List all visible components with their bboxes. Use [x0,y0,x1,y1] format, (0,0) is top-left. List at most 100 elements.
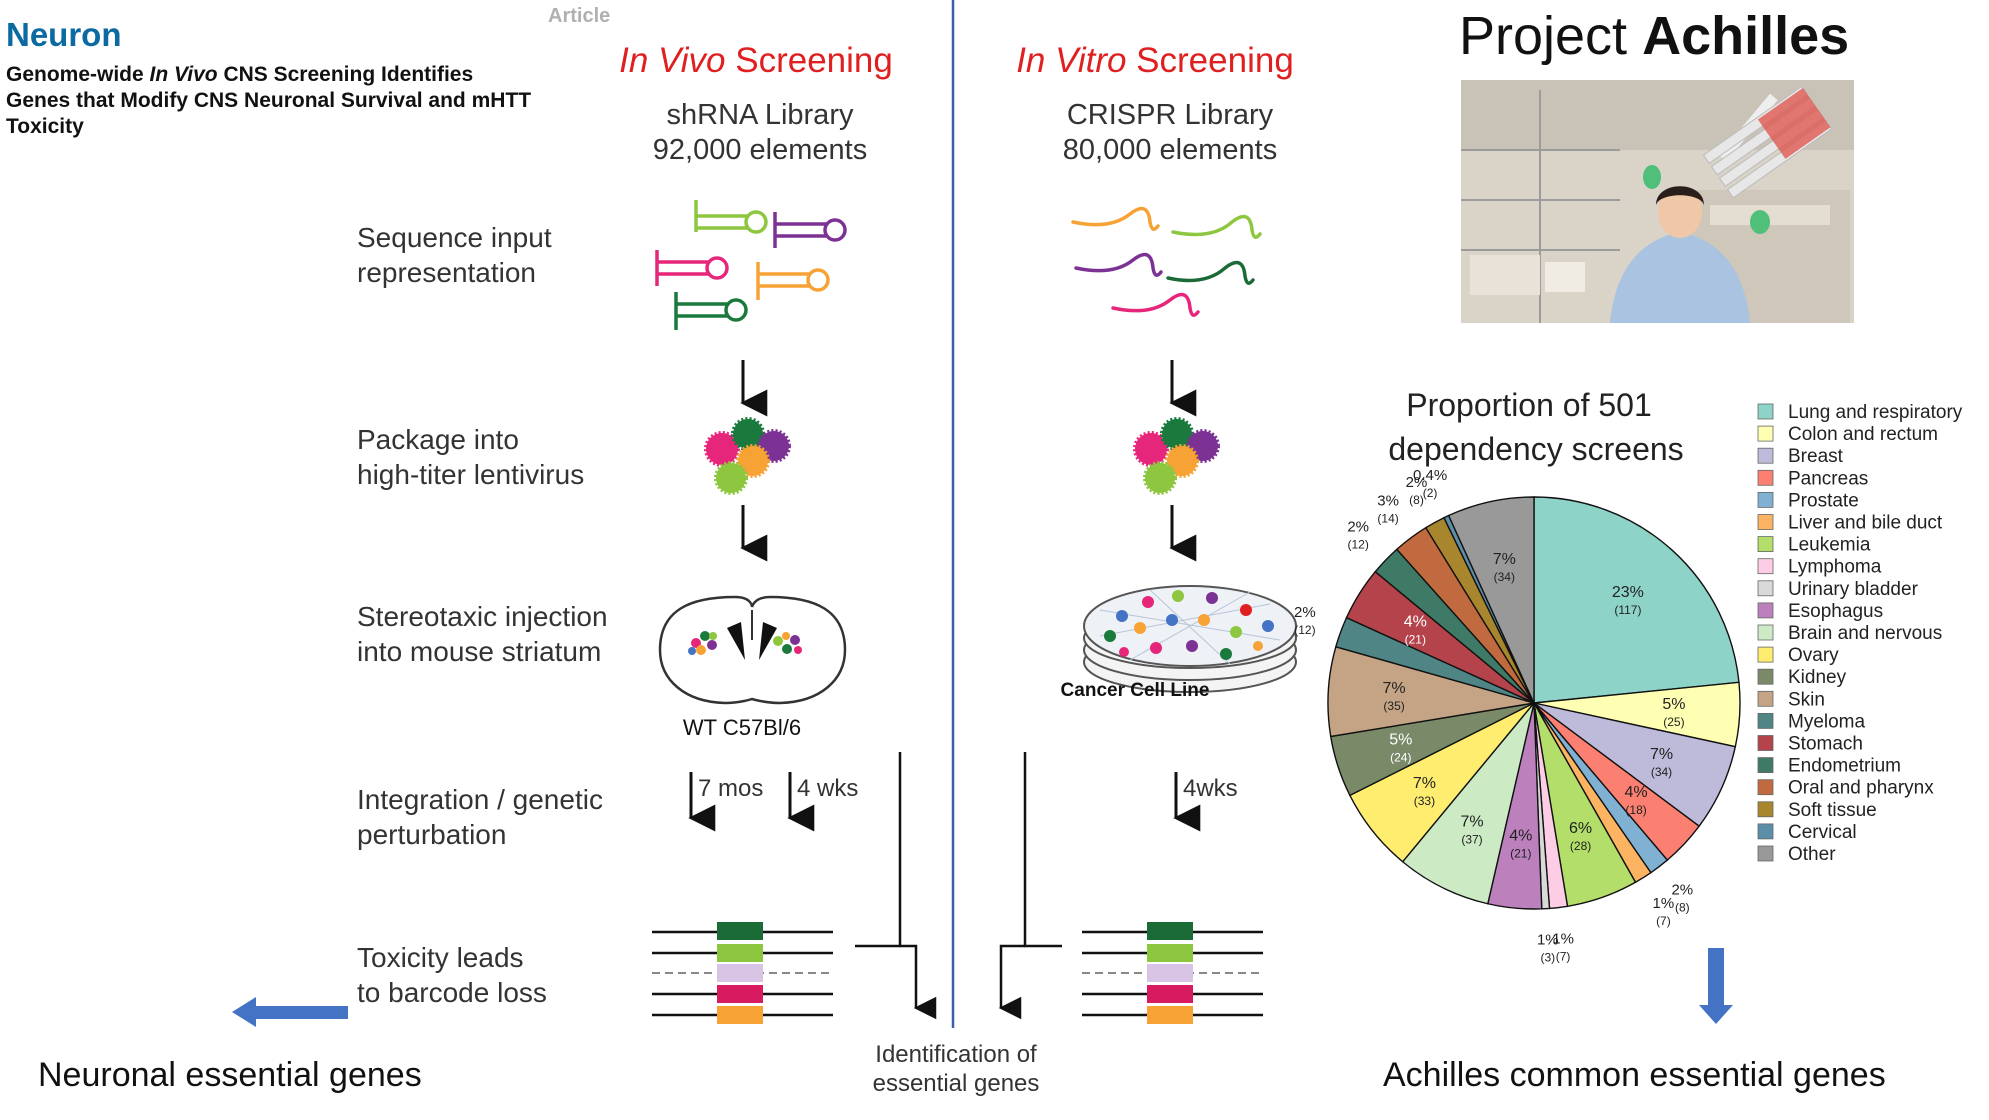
pie-percent-leukemia: 6% [1569,820,1592,837]
legend-label-stomach: Stomach [1788,734,1863,755]
legend-label-pancreas: Pancreas [1788,468,1868,489]
paper-title-line-1: Genome-wide In Vivo CNS Screening Identi… [6,63,473,86]
pie-count-lymphoma: (7) [1556,949,1571,963]
pie-slice-brain-and-nervous [1401,702,1535,905]
legend-label-myeloma: Myeloma [1788,711,1866,732]
legend-swatch-lymphoma [1757,558,1774,575]
step-toxicity-2: to barcode loss [357,977,547,1008]
pie-count-myeloma: (12) [1294,623,1315,637]
legend-swatch-kidney [1757,668,1774,685]
flow-line-right [1023,752,1062,948]
step-toxicity-1: Toxicity leads [357,942,524,973]
legend-swatch-brain-and-nervous [1757,624,1774,641]
pie-percent-other: 7% [1493,551,1516,568]
legend-swatch-colon-and-rectum [1757,425,1774,442]
pie-count-urinary-bladder: (3) [1540,951,1555,965]
legend-swatch-esophagus [1757,602,1774,619]
project-achilles-logo: Project Achilles [1459,6,1849,66]
legend-label-cervical: Cervical [1788,822,1857,843]
pie-percent-myeloma: 2% [1294,604,1316,621]
legend-label-leukemia: Leukemia [1788,535,1871,556]
flow-line-left-arrow [900,944,937,1020]
legend-swatch-myeloma [1757,713,1774,729]
legend-swatch-skin [1757,690,1774,707]
pie-percent-cervical: 0.4% [1413,467,1447,484]
pie-slice-lung-and-respiratory [1533,496,1740,704]
pie-count-esophagus: (21) [1510,847,1531,861]
step-package-1: Package into [357,424,519,455]
legend-swatch-soft-tissue [1757,801,1774,818]
pie-count-ovary: (33) [1414,794,1435,808]
pie-percent-lymphoma: 1% [1552,930,1574,947]
legend-label-lymphoma: Lymphoma [1788,557,1882,578]
legend-swatch-liver-and-bile-duct [1757,514,1774,530]
identification-label-1: Identification of [875,1041,1037,1068]
legend-swatch-prostate [1757,491,1774,508]
chart-title-2: dependency screens [1388,431,1683,467]
pie-count-endometrium: (12) [1348,538,1369,552]
pie-count-brain-and-nervous: (37) [1461,833,1482,847]
legend-swatch-leukemia [1757,536,1774,552]
legend-label-prostate: Prostate [1788,490,1859,511]
in-vivo-title-italic: In Vivo [619,41,725,80]
time-4-wks: 4 wks [797,775,858,802]
shrna-library-size: 92,000 elements [653,134,867,166]
pie-percent-kidney: 5% [1389,731,1412,748]
in-vitro-title-rest: Screening [1126,41,1293,80]
in-vitro-title-italic: In Vitro [1016,41,1126,80]
mouse-brain-icon [658,595,847,705]
pie-percent-ovary: 7% [1413,775,1436,792]
pie-slice-other [1447,496,1535,704]
paper-title-line-2: Genes that Modify CNS Neuronal Survival … [6,89,531,112]
pie-count-prostate: (8) [1675,901,1690,915]
legend-label-skin: Skin [1788,689,1825,710]
paper-title-line-3: Toxicity [6,115,84,138]
pie-percent-stomach: 4% [1404,614,1427,631]
legend-label-lung-and-respiratory: Lung and respiratory [1788,402,1963,423]
pie-percent-urinary-bladder: 1% [1537,932,1559,949]
legend-swatch-urinary-bladder [1757,580,1774,597]
pie-percent-breast: 7% [1650,746,1673,763]
legend-label-kidney: Kidney [1788,667,1847,688]
legend-swatch-cervical [1757,823,1774,840]
step-injection-2: into mouse striatum [357,636,601,667]
logo-light: Project [1459,6,1642,66]
pie-count-soft-tissue: (8) [1409,493,1424,507]
neuronal-essential-genes: Neuronal essential genes [38,1056,422,1094]
lab-photo [1461,80,1854,323]
pie-percent-esophagus: 4% [1509,828,1532,845]
cancer-cell-line-label: Cancer Cell Line [1061,680,1210,701]
legend-label-breast: Breast [1788,446,1844,467]
lentivirus-icon-vitro [1133,417,1220,495]
legend-swatch-stomach [1757,735,1774,751]
legend-swatch-lung-and-respiratory [1757,403,1774,420]
legend-swatch-ovary [1757,646,1774,663]
legend-label-liver-and-bile-duct: Liver and bile duct [1788,513,1943,534]
pie-percent-oral-and-pharynx: 3% [1377,492,1399,509]
pie-count-liver-and-bile-duct: (7) [1656,914,1671,928]
pie-percent-pancreas: 4% [1625,784,1648,801]
pie-chart [1327,496,1741,910]
step-package-2: high-titer lentivirus [357,459,584,490]
pie-count-oral-and-pharynx: (14) [1377,511,1398,525]
legend-label-oral-and-pharynx: Oral and pharynx [1788,778,1934,799]
legend-label-brain-and-nervous: Brain and nervous [1788,623,1942,644]
pie-count-kidney: (24) [1390,750,1411,764]
legend-swatch-breast [1757,447,1774,464]
shrna-library-label: shRNA Library [667,99,854,131]
pie-count-breast: (34) [1651,765,1672,779]
identification-label-2: essential genes [873,1070,1040,1097]
legend-label-soft-tissue: Soft tissue [1788,800,1877,821]
flow-line-left [855,752,902,948]
step-injection-1: Stereotaxic injection [357,601,608,632]
pie-percent-brain-and-nervous: 7% [1460,814,1483,831]
barcode-bars-vitro [1082,922,1263,1024]
pie-count-pancreas: (18) [1625,803,1646,817]
left-output-arrow [232,997,348,1027]
crispr-guide-icons [1071,206,1262,317]
pie-percent-endometrium: 2% [1347,519,1369,536]
barcode-bars-vivo [652,922,833,1024]
